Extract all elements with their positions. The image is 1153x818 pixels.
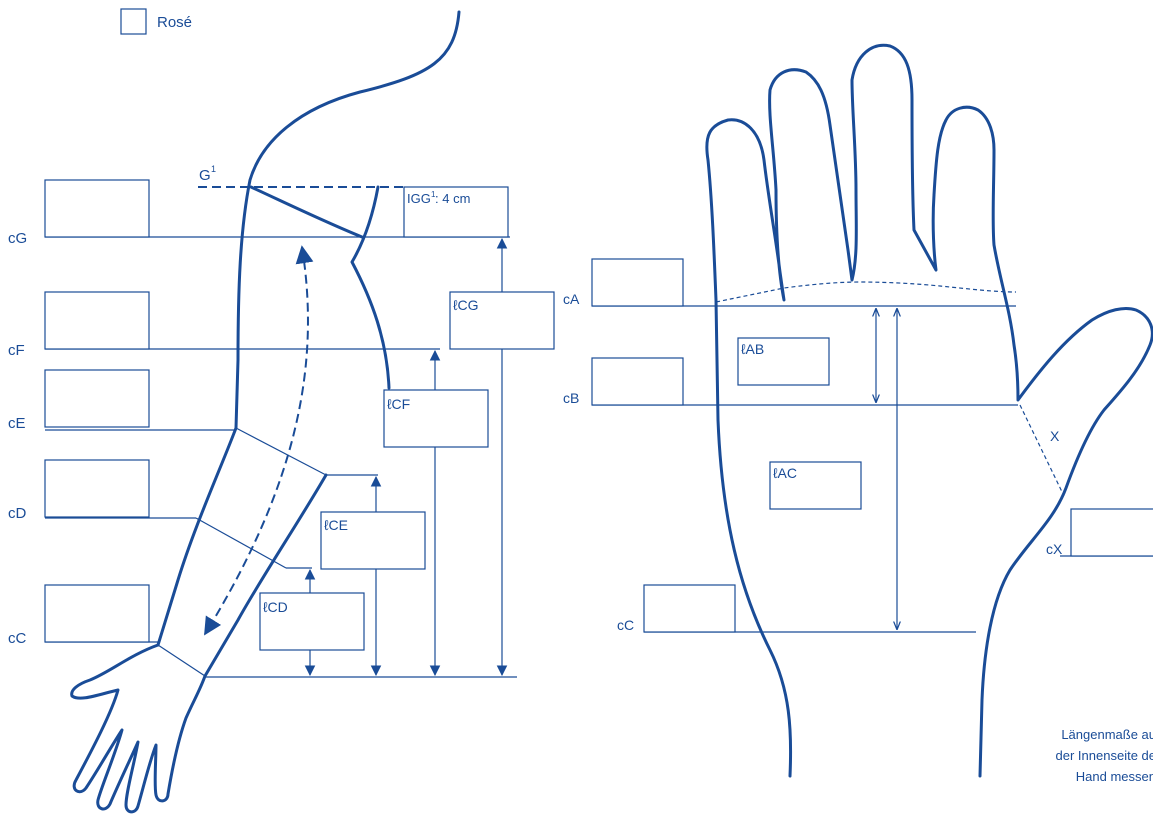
input-box-cD[interactable] <box>44 459 150 518</box>
arm-outline-inner <box>350 185 391 390</box>
arm-figure <box>70 10 461 814</box>
input-box-cE[interactable] <box>44 369 150 428</box>
arm-circumference-boxes <box>44 179 150 643</box>
hand-circumference-boxes <box>591 258 1153 633</box>
finger-base-dashed <box>715 281 1017 303</box>
label-cB: cB <box>563 390 579 406</box>
g-marker: G 1 <box>199 164 216 184</box>
hand-circumference-lines <box>592 305 1153 633</box>
igg-suffix: : 4 cm <box>435 191 470 206</box>
arm-length-arrow <box>204 245 314 636</box>
note-line-3: Hand messen <box>1076 769 1153 784</box>
g-marker-sup: 1 <box>211 164 216 174</box>
arm-length-measures: ℓCG ℓCF ℓCE ℓCD <box>259 237 555 677</box>
hand-figure <box>705 43 1153 778</box>
input-box-cB[interactable] <box>591 357 684 406</box>
label-lCF: ℓCF <box>387 396 410 412</box>
input-box-hand-cC[interactable] <box>643 584 736 633</box>
legend-rose: Rosé <box>120 8 192 35</box>
segment-line-e <box>235 427 327 476</box>
hand-length-measures: ℓAB ℓAC <box>737 309 897 629</box>
label-lAB: ℓAB <box>741 341 764 357</box>
segment-line-d <box>195 517 287 569</box>
label-cG: cG <box>8 230 27 247</box>
label-cF: cF <box>8 342 25 359</box>
input-box-cC[interactable] <box>44 584 150 643</box>
label-lCG: ℓCG <box>453 297 479 313</box>
input-box-lCG[interactable] <box>449 291 555 350</box>
input-box-lAC[interactable] <box>769 461 862 510</box>
input-box-cF[interactable] <box>44 291 150 350</box>
input-box-lCD[interactable] <box>259 592 365 651</box>
label-cC: cC <box>8 630 27 647</box>
input-box-cA[interactable] <box>591 258 684 307</box>
arm-circ-labels: cG cF cE cD cC <box>8 230 27 647</box>
label-hand-cC: cC <box>617 617 634 633</box>
input-box-lCE[interactable] <box>320 511 426 570</box>
input-box-lAB[interactable] <box>737 337 830 386</box>
hand-outline <box>705 43 1153 778</box>
rose-label: Rosé <box>157 14 192 31</box>
note-line-2: der Innenseite de <box>1056 748 1153 763</box>
arm-hand-outline <box>70 643 207 814</box>
g-boundary-curve <box>249 185 364 239</box>
input-box-cX[interactable] <box>1070 508 1153 557</box>
label-lCD: ℓCD <box>263 599 288 615</box>
input-box-cG[interactable] <box>44 179 150 238</box>
label-cA: cA <box>563 291 580 307</box>
measurement-note: Längenmaße au der Innenseite de Hand mes… <box>1056 727 1153 784</box>
igg-box-frame[interactable] <box>403 186 509 238</box>
label-x: X <box>1050 428 1060 444</box>
segment-line-c <box>157 644 206 677</box>
label-cE: cE <box>8 415 26 432</box>
input-box-lCF[interactable] <box>383 389 489 448</box>
igg-prefix: IGG <box>407 191 431 206</box>
igg-box: IGG 1 : 4 cm <box>403 186 509 238</box>
igg-sup: 1 <box>431 190 436 199</box>
hand-circ-labels: cA cB cC cX X <box>563 291 1063 633</box>
label-cX: cX <box>1046 541 1063 557</box>
thumb-x-dashed <box>1019 404 1065 497</box>
arm-outline-forearm-outer <box>156 426 238 647</box>
label-lAC: ℓAC <box>773 465 797 481</box>
rose-checkbox[interactable] <box>120 8 147 35</box>
g-marker-letter: G <box>199 167 211 184</box>
label-lCE: ℓCE <box>324 517 348 533</box>
label-cD: cD <box>8 505 27 522</box>
note-line-1: Längenmaße au <box>1061 727 1153 742</box>
